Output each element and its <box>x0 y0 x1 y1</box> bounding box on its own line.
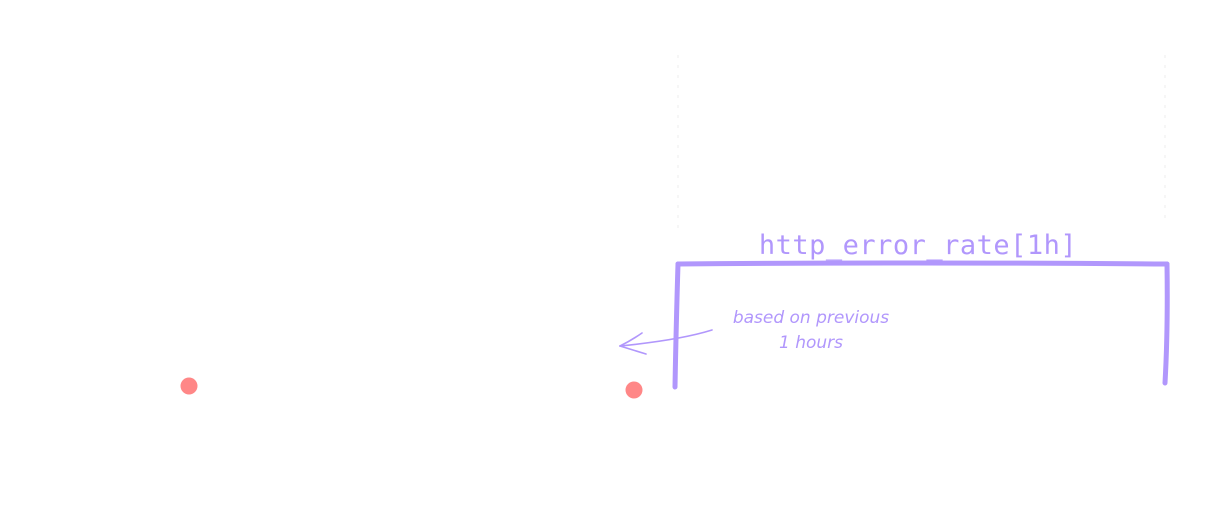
window-label: http_error_rate[1h] <box>759 230 1077 261</box>
bracket-right-leg <box>1162 261 1170 386</box>
arrow-head-lower <box>619 345 647 355</box>
sample-point-2 <box>625 381 643 399</box>
note-arrow <box>619 329 713 355</box>
window-bracket <box>672 260 1170 390</box>
note-line-2: 1 hours <box>779 333 843 353</box>
arrow-shaft <box>619 329 713 347</box>
arrow-head-upper <box>619 332 643 347</box>
note-line-1: based on previous <box>733 308 889 328</box>
bracket-left-leg <box>672 261 681 390</box>
sample-point-1 <box>180 377 198 395</box>
bracket-top <box>675 260 1170 267</box>
